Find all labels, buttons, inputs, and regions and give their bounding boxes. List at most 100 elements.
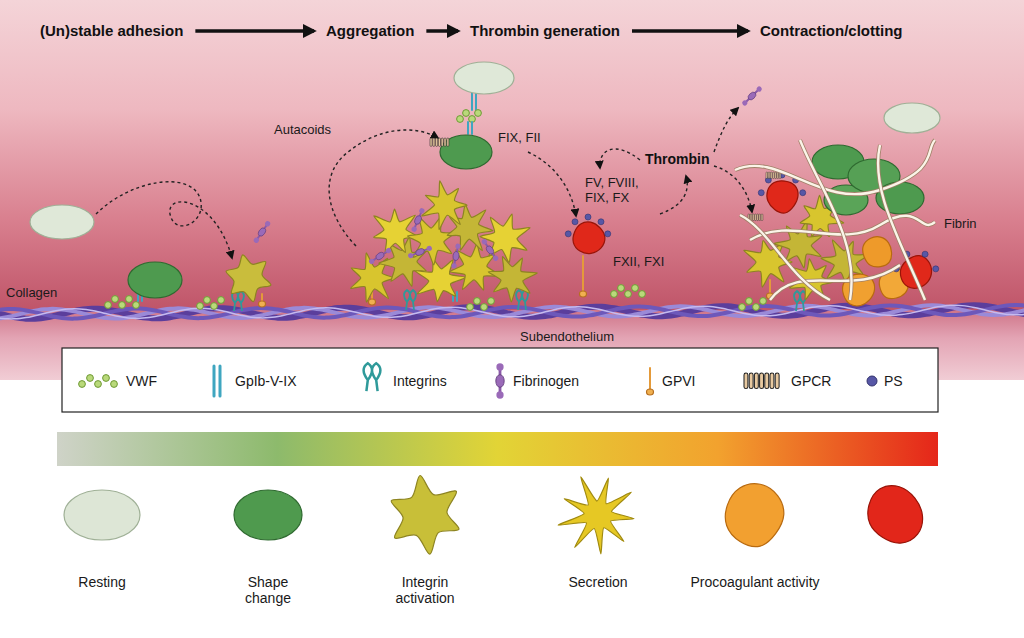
platelet xyxy=(440,135,492,169)
fibrinogen-symbol xyxy=(372,251,389,262)
fibrin-strand xyxy=(740,215,830,300)
receptor-stalk xyxy=(219,366,222,396)
state-label: Secretion xyxy=(548,574,648,590)
platelet xyxy=(234,490,302,540)
vwf-bead xyxy=(87,375,94,382)
platelet xyxy=(868,486,923,543)
ps-dot xyxy=(867,376,877,386)
stage-heading: Aggregation xyxy=(326,22,414,40)
gpcr-symbol xyxy=(438,138,440,146)
vwf-bead xyxy=(475,110,482,117)
gpcr-symbol xyxy=(761,214,763,221)
fibrinogen-symbol xyxy=(410,207,425,233)
platelet xyxy=(450,244,502,290)
legend-text: Integrins xyxy=(393,372,447,390)
receptor-stalk xyxy=(456,292,458,301)
vwf-bead xyxy=(105,302,112,309)
platelet xyxy=(128,262,182,298)
integrin-symbol xyxy=(516,290,528,310)
gpcr-symbol xyxy=(777,172,779,179)
fibrinogen-symbol xyxy=(415,248,426,257)
vwf-bead xyxy=(739,304,746,311)
fibrinogen-symbol xyxy=(407,252,414,259)
platelet xyxy=(573,222,605,254)
stage-heading: Thrombin generation xyxy=(470,22,620,40)
stage-arrow xyxy=(426,29,458,33)
gpcr-symbol xyxy=(436,138,438,146)
vwf-bead xyxy=(197,303,204,310)
ps-dot xyxy=(598,219,604,225)
fibrinogen-symbol xyxy=(253,237,260,244)
receptor-stalk xyxy=(467,122,469,134)
fibrinogen-symbol xyxy=(741,99,748,106)
dashed-arrow xyxy=(329,130,438,246)
platelet xyxy=(374,209,419,253)
vwf-bead xyxy=(119,302,126,309)
gpcr-symbol xyxy=(433,138,435,146)
vwf-bead xyxy=(632,285,639,292)
gpcr-symbol xyxy=(775,373,779,389)
fibrinogen-symbol xyxy=(496,375,504,388)
vwf-bead xyxy=(488,298,495,305)
gpcr-symbol xyxy=(754,373,758,389)
annotation: Autacoids xyxy=(274,122,331,137)
vwf-bead xyxy=(625,291,632,298)
fibrinogen-symbol xyxy=(385,247,392,254)
fibrinogen-symbol xyxy=(451,263,457,269)
fibrinogen-symbol xyxy=(455,243,461,249)
gpcr-symbol xyxy=(773,172,775,179)
ps-dot xyxy=(922,251,928,257)
fibrinogen-symbol xyxy=(407,245,433,260)
fibrin-strand xyxy=(770,265,900,300)
dashed-arrow xyxy=(714,166,752,212)
gpcr-symbol xyxy=(447,138,449,146)
fibrin-strand xyxy=(800,140,852,300)
fibrinogen-symbol xyxy=(451,243,462,269)
vwf-bead xyxy=(204,297,211,304)
dashed-arrow xyxy=(714,108,738,152)
collagen-fiber xyxy=(0,305,1024,319)
legend-text: Fibrinogen xyxy=(513,372,579,390)
fibrinogen-symbol xyxy=(252,220,271,244)
fibrinogen-symbol xyxy=(264,220,271,227)
state-label: Resting xyxy=(57,574,147,590)
vwf-bead xyxy=(746,298,753,305)
fibrinogen-symbol xyxy=(368,247,392,266)
gpcr-symbol xyxy=(770,373,774,389)
fibrin-strand xyxy=(740,215,830,300)
platelet xyxy=(454,62,514,94)
receptor-stalk xyxy=(582,256,584,294)
annotation: FV, FVIII, FIX, FX xyxy=(585,175,657,205)
fibrinogen-symbol xyxy=(375,251,386,261)
integrin-symbol xyxy=(516,290,528,310)
platelet xyxy=(64,490,140,540)
receptor-stalk xyxy=(471,92,473,110)
receptor-stalk xyxy=(475,92,477,110)
platelet xyxy=(415,259,467,302)
fibrinogen-symbol xyxy=(452,251,460,261)
stage-arrow xyxy=(195,29,314,33)
annotation: FIX, FII xyxy=(498,130,541,145)
gpvi-head xyxy=(647,389,654,395)
fibrin-strand xyxy=(800,140,852,300)
stage-heading: Contraction/clotting xyxy=(760,22,903,40)
vwf-bead xyxy=(457,116,464,123)
fibrinogen-symbol xyxy=(496,363,503,370)
activation-gradient-bar xyxy=(57,432,938,466)
platelet xyxy=(725,484,784,547)
legend-box xyxy=(62,348,938,412)
platelet xyxy=(226,255,271,302)
vwf-bead xyxy=(133,302,140,309)
fibrinogen-symbol xyxy=(481,238,488,245)
platelet xyxy=(480,214,530,263)
vessel-lumen xyxy=(0,0,1024,312)
state-label: Integrin activation xyxy=(383,574,467,606)
state-label: Shape change xyxy=(237,574,299,606)
ps-dot xyxy=(565,231,571,237)
vwf-bead xyxy=(79,381,86,388)
integrin-symbol xyxy=(404,290,416,310)
fibrinogen-symbol xyxy=(411,226,418,233)
fibrinogen-symbol xyxy=(411,248,430,255)
gpcr-symbol xyxy=(441,138,443,146)
